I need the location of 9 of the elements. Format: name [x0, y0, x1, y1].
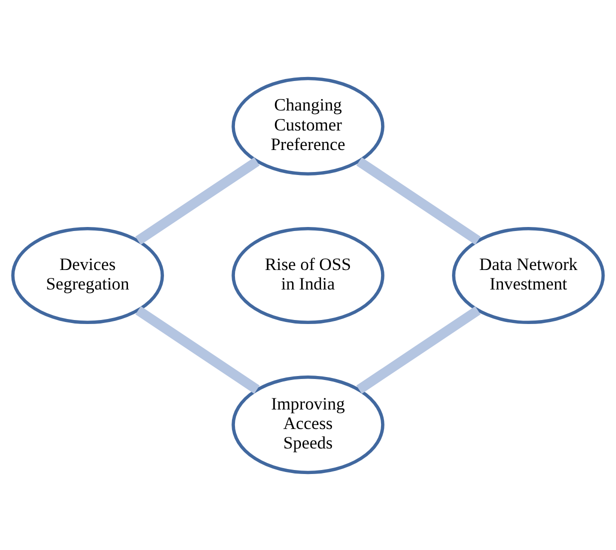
node-ellipse: Rise of OSS in India [232, 226, 384, 324]
connector [135, 156, 260, 244]
connector [135, 306, 260, 394]
node-ellipse: Improving Access Speeds [232, 375, 384, 474]
node-ellipse: Changing Customer Preference [232, 76, 384, 175]
connector [356, 156, 481, 244]
connector [356, 306, 481, 394]
node-ellipse: Data Network Investment [452, 226, 605, 324]
node-ellipse: Devices Segregation [11, 226, 164, 324]
